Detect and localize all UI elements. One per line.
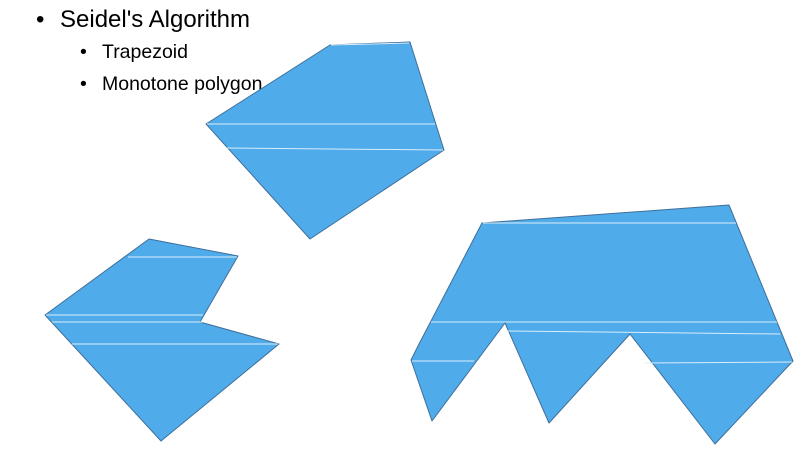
bullet-text: Seidel's Algorithm [60,6,251,33]
bullet-marker: • [36,6,45,33]
left-polygon-shape [44,238,280,442]
bullet-text: Monotone polygon [102,73,263,95]
trapezoid-line [225,147,444,151]
bullet-seidels-algorithm: • Seidel's Algorithm [36,4,262,36]
trapezoid-line [505,330,781,335]
top-polygon [205,41,445,240]
bullet-marker: • [80,73,87,95]
right-polygon [410,204,794,445]
bullet-list: • Seidel's Algorithm • Trapezoid • Monot… [36,4,262,100]
top-polygon-shape [205,41,445,240]
bullet-monotone-polygon: • Monotone polygon [80,68,262,100]
right-polygon-shape [410,204,794,445]
bullet-text: Trapezoid [102,41,188,63]
bullet-marker: • [80,41,87,63]
trapezoid-line [330,42,410,46]
left-polygon [44,238,280,442]
trapezoid-line [644,361,793,364]
bullet-trapezoid: • Trapezoid [80,36,262,68]
